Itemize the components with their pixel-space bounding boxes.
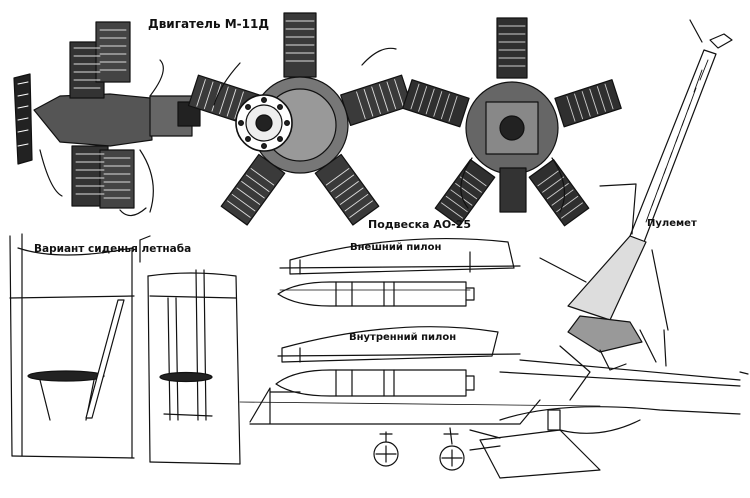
engine-side-view: [13, 21, 201, 217]
engine-title-label: Двигатель М-11Д: [148, 17, 270, 31]
bomb-lock-left: [373, 431, 399, 467]
machine-gun-drawing: [469, 19, 749, 479]
bomb-lock-right: [439, 427, 465, 471]
suspension-ao25-drawing: [249, 237, 541, 471]
seat-variant-drawing: [9, 233, 241, 465]
engine-front-view: [187, 12, 413, 226]
engine-rear-view: [402, 17, 622, 227]
machine-gun-label: Пулемет: [647, 218, 697, 229]
frame-line: [239, 401, 601, 407]
seat-variant-label: Вариант сиденья летнаба: [34, 243, 192, 255]
suspension-title-label: Подвеска АО-25: [368, 218, 472, 231]
inner-pylon-label: Внутренний пилон: [349, 332, 457, 343]
outer-pylon-label: Внешний пилон: [350, 242, 442, 253]
